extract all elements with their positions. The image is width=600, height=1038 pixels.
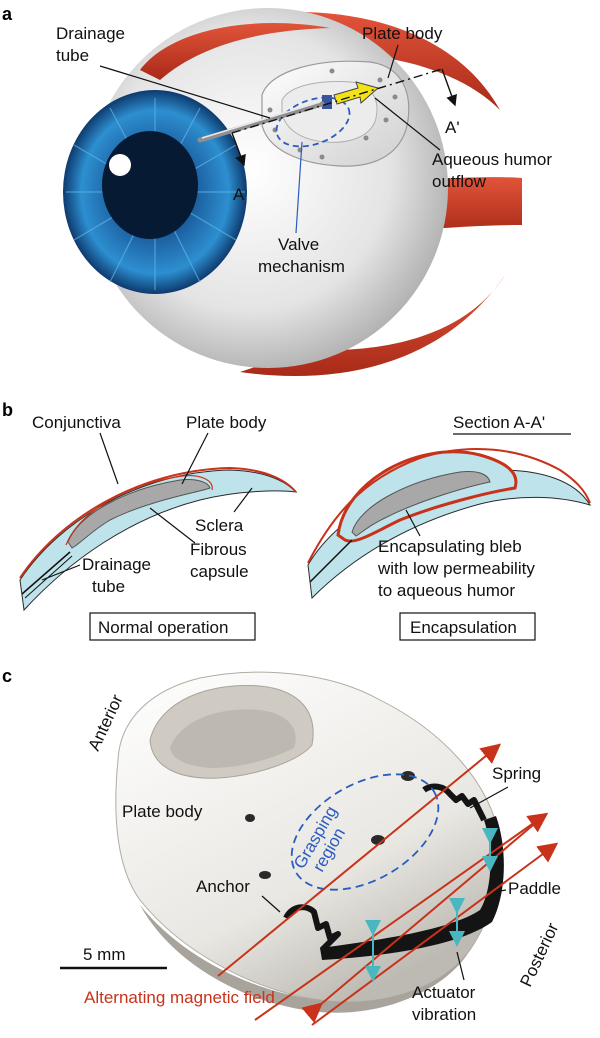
leader-drainage-b — [41, 564, 81, 581]
magnetic-arrow-3 — [311, 842, 559, 1026]
encapsulation-section — [307, 447, 592, 600]
label-plate-body-c: Plate body — [122, 802, 203, 821]
encap-drainage-tube — [309, 539, 353, 583]
leader-valve — [295, 141, 303, 234]
leader-conjunctiva — [99, 432, 119, 485]
label-plate-body-a: Plate body — [362, 24, 443, 43]
label-outflow-1: Aqueous humor — [432, 150, 552, 169]
label-bleb-1: Encapsulating bleb — [378, 537, 522, 556]
label-spring: Spring — [492, 764, 541, 783]
tube-connector — [322, 95, 332, 109]
leader-drainage-tube — [99, 65, 271, 119]
pupil-highlight — [109, 154, 131, 176]
valve-region-dashed — [275, 96, 351, 148]
panel-b-letter: b — [2, 400, 13, 420]
leader-sclera — [233, 487, 253, 513]
normal-drainage-tube — [21, 551, 71, 595]
label-drainage-b-1: Drainage — [82, 555, 151, 574]
leader-bleb — [405, 509, 421, 537]
label-anchor: Anchor — [196, 877, 250, 896]
grasping-region — [290, 773, 440, 891]
magnetic-arrow-1 — [217, 743, 502, 977]
leader-plate-body-a — [387, 44, 399, 79]
encap-conjunctiva — [307, 447, 591, 564]
label-a-right: A' — [445, 118, 460, 137]
label-valve-2: mechanism — [258, 257, 345, 276]
normal-conjunctiva — [19, 466, 297, 579]
device-cavity-floor — [170, 709, 296, 768]
spring-lower — [283, 904, 341, 953]
label-encapsulation: Encapsulation — [410, 618, 517, 637]
label-bleb-2: with low permeability — [377, 559, 535, 578]
leader-fibrous — [149, 507, 196, 544]
label-posterior: Posterior — [516, 920, 562, 990]
label-a-left: A — [233, 185, 245, 204]
leader-actuator — [456, 951, 465, 981]
box-normal — [89, 612, 256, 641]
drainage-tube-highlight — [201, 101, 321, 139]
label-fibrous-2: capsule — [190, 562, 249, 581]
panel-b: b Section A-A' Conjunctiva Plate body Sc… — [2, 400, 592, 641]
normal-capsule — [65, 475, 213, 546]
panel-c: c Anterior — [2, 666, 563, 1026]
label-normal: Normal operation — [98, 618, 228, 637]
upper-muscle-front — [140, 23, 330, 80]
label-conjunctiva: Conjunctiva — [32, 413, 121, 432]
box-encapsulation — [399, 612, 536, 641]
label-sclera: Sclera — [195, 516, 244, 535]
leader-paddle — [493, 889, 507, 893]
panel-c-letter: c — [2, 666, 12, 686]
encap-plate — [351, 471, 491, 537]
label-plate-body-b: Plate body — [186, 413, 267, 432]
leader-outflow — [374, 97, 441, 151]
label-actuator-2: vibration — [412, 1005, 476, 1024]
label-actuator-1: Actuator — [412, 983, 476, 1002]
spring — [422, 783, 487, 822]
label-outflow-2: outflow — [432, 172, 487, 191]
magnetic-arrow-4 — [301, 814, 546, 1023]
label-valve-1: Valve — [278, 235, 319, 254]
section-line — [231, 68, 457, 167]
label-magnetic: Alternating magnetic field — [84, 988, 275, 1007]
panel-a: a — [2, 4, 552, 377]
label-drainage-b-2: tube — [92, 577, 125, 596]
leader-spring — [469, 786, 509, 809]
label-scale: 5 mm — [83, 945, 126, 964]
panel-a-letter: a — [2, 4, 13, 24]
leader-plate-body-b — [181, 432, 209, 485]
label-drainage-tube-1: Drainage — [56, 24, 125, 43]
vibration-arrows — [365, 828, 498, 982]
leader-anchor — [261, 895, 281, 913]
label-paddle: Paddle — [508, 879, 561, 898]
normal-plate — [67, 479, 211, 549]
normal-section — [19, 466, 298, 612]
label-drainage-tube-2: tube — [56, 46, 89, 65]
drainage-tube — [197, 101, 325, 143]
label-bleb-3: to aqueous humor — [378, 581, 515, 600]
label-section: Section A-A' — [453, 413, 545, 432]
label-fibrous-1: Fibrous — [190, 540, 247, 559]
pupil — [102, 131, 198, 239]
